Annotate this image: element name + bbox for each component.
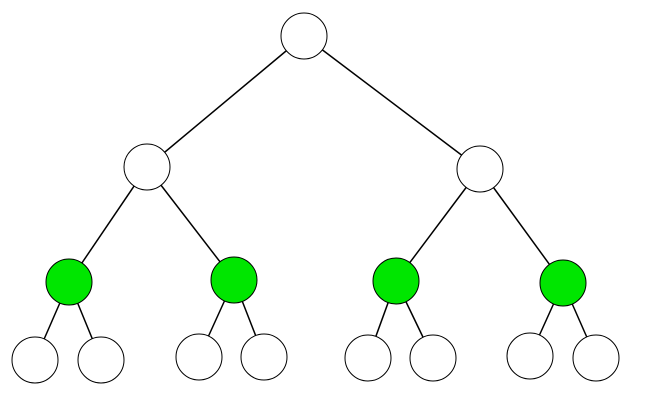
tree-node-n14 bbox=[572, 334, 620, 382]
tree-node-n7 bbox=[11, 336, 59, 384]
tree-node-n1 bbox=[123, 143, 171, 191]
tree-node-n0 bbox=[280, 12, 328, 60]
tree-node-n2 bbox=[456, 145, 504, 193]
edge-n1-n4 bbox=[146, 166, 235, 281]
highlighted-node-n4 bbox=[210, 256, 258, 304]
tree-node-n13 bbox=[506, 332, 554, 380]
edge-n0-n1 bbox=[146, 35, 305, 168]
highlighted-node-n6 bbox=[539, 259, 587, 307]
tree-node-n9 bbox=[175, 333, 223, 381]
highlighted-node-n5 bbox=[372, 257, 420, 305]
tree-edges bbox=[34, 35, 597, 361]
tree-node-n10 bbox=[240, 333, 288, 381]
highlighted-node-n3 bbox=[45, 258, 93, 306]
tree-node-n11 bbox=[344, 334, 392, 382]
tree-nodes bbox=[11, 12, 620, 384]
edge-n2-n6 bbox=[479, 168, 564, 284]
tree-node-n12 bbox=[409, 334, 457, 382]
tree-node-n8 bbox=[77, 336, 125, 384]
edge-n0-n2 bbox=[303, 35, 481, 170]
